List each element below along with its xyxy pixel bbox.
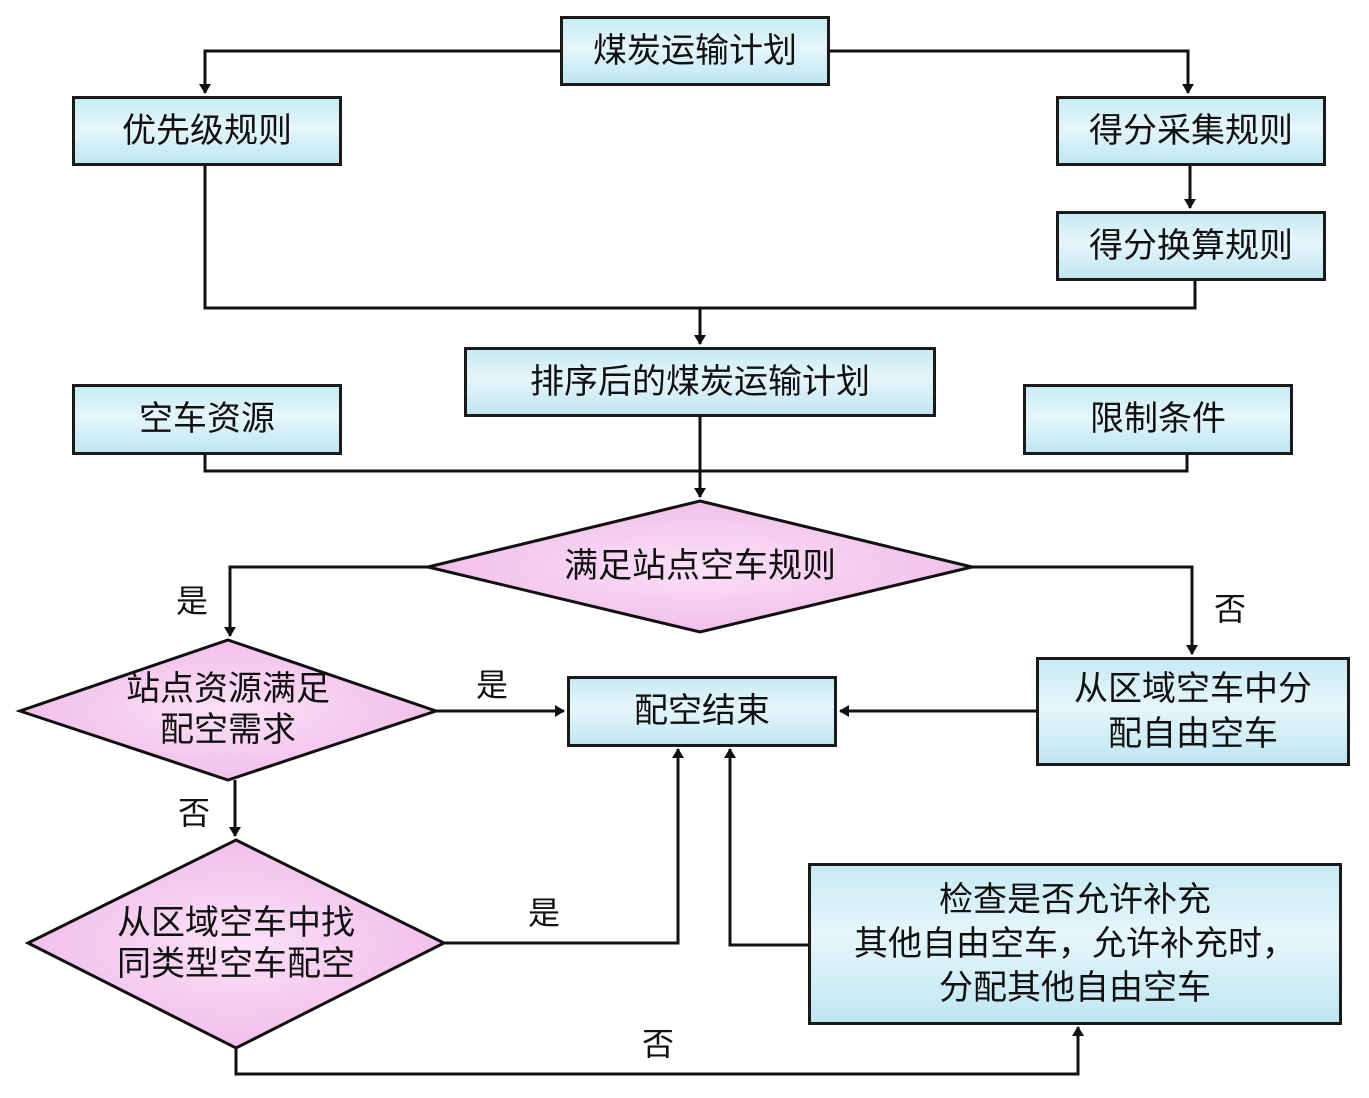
node-label: 排序后的煤炭运输计划: [530, 361, 870, 402]
decision-station-rule-shape: [427, 499, 973, 634]
decision-same-type-shape: [24, 838, 448, 1050]
node-label: 得分采集规则: [1089, 110, 1293, 151]
edge-label-station-rule-yes: 是: [176, 582, 209, 620]
node-priority-rules[interactable]: 优先级规则: [72, 96, 342, 166]
edge-label-same-type-yes: 是: [528, 894, 561, 932]
connector-station-rule-no: [972, 565, 1198, 655]
node-constraints[interactable]: 限制条件: [1023, 384, 1293, 455]
node-supplement-check[interactable]: 检查是否允许补充 其他自由空车，允许补充时， 分配其他自由空车: [808, 863, 1342, 1025]
connector-priority-merge: [203, 166, 1197, 310]
edge-label-station-rule-no: 否: [1214, 590, 1247, 628]
connector-same-type-no: [234, 1026, 1084, 1076]
node-label-line: 从区域空车中分: [1074, 669, 1312, 710]
node-score-collection-rules[interactable]: 得分采集规则: [1056, 96, 1326, 166]
node-empty-car-resources[interactable]: 空车资源: [72, 384, 342, 455]
node-label: 得分换算规则: [1089, 225, 1293, 266]
node-label: 煤炭运输计划: [593, 30, 797, 71]
node-coal-transport-plan[interactable]: 煤炭运输计划: [560, 16, 830, 86]
node-sorted-coal-plan[interactable]: 排序后的煤炭运输计划: [464, 347, 936, 417]
node-regional-free-allocation[interactable]: 从区域空车中分 配自由空车: [1036, 657, 1350, 766]
node-label: 配空结束: [634, 691, 770, 732]
node-label: 优先级规则: [122, 110, 292, 151]
node-label-line: 检查是否允许补充: [939, 879, 1211, 920]
node-label: 限制条件: [1090, 399, 1226, 440]
connector-supplement-to-end: [724, 748, 809, 947]
node-label-line: 配自由空车: [1108, 713, 1278, 754]
connector-station-rule-yes: [224, 565, 428, 637]
node-allocation-end[interactable]: 配空结束: [567, 676, 837, 747]
connector-plan-to-score-collection: [830, 49, 1194, 94]
connector-plan-to-priority: [199, 49, 560, 94]
connector-same-type-yes: [444, 748, 684, 945]
decision-station-resource-shape: [15, 638, 441, 782]
node-label-line: 其他自由空车，允许补充时，: [854, 923, 1296, 964]
node-label-line: 分配其他自由空车: [939, 968, 1211, 1009]
edge-label-station-resource-no: 否: [178, 794, 211, 832]
edge-label-station-resource-yes: 是: [476, 666, 509, 704]
edge-label-same-type-no: 否: [642, 1025, 675, 1063]
connector-resources-constraints-merge: [203, 455, 1189, 473]
node-score-conversion-rules[interactable]: 得分换算规则: [1056, 211, 1326, 281]
node-label: 空车资源: [139, 399, 275, 440]
